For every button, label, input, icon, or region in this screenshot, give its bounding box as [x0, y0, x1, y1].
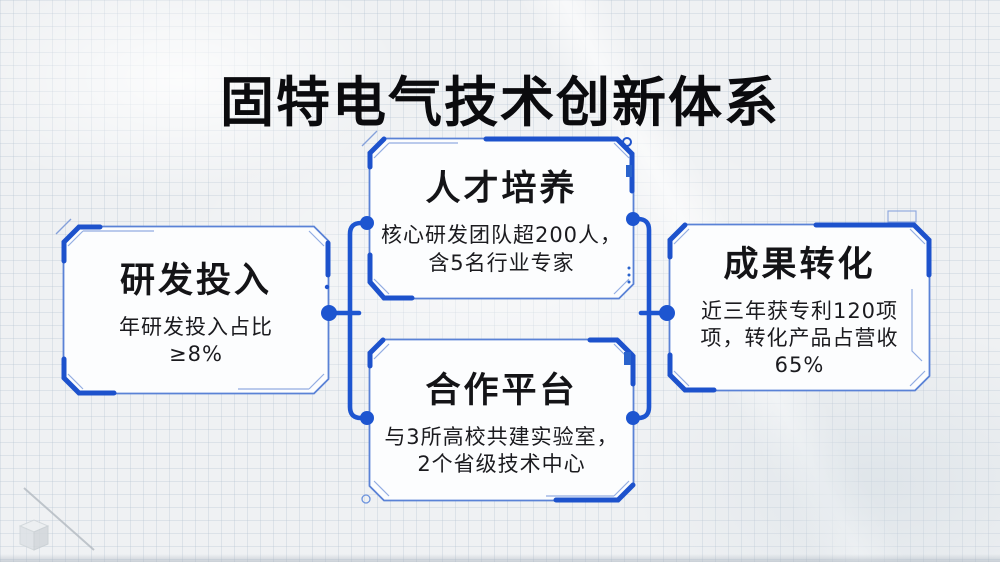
card-results-line2: 项，转化产品占营收	[700, 325, 899, 350]
card-results-content: 成果转化 近三年获专利120项 项，转化产品占营收 65%	[682, 233, 917, 382]
card-research-line1: 年研发投入占比	[119, 314, 273, 339]
card-research-title: 研发投入	[119, 260, 272, 301]
card-platform-line2: 2个省级技术中心	[417, 452, 586, 476]
card-talent-frame	[361, 130, 635, 301]
page-title: 固特电气技术创新体系	[220, 71, 780, 135]
bottom-edge-shadow	[0, 554, 1000, 562]
card-results: 成果转化 近三年获专利120项 项，转化产品占营收 65%	[667, 210, 932, 393]
card-talent-title: 人才培养	[425, 169, 578, 210]
card-platform-line1: 与3所高校共建实验室，	[384, 424, 619, 449]
card-results-line3: 65%	[774, 353, 825, 378]
card-talent-content: 人才培养 核心研发团队超200人， 含5名行业专家	[380, 147, 623, 290]
card-platform-title: 合作平台	[425, 370, 578, 411]
card-talent-line2: 含5名行业专家	[428, 250, 575, 275]
card-research-line2: ≥8%	[169, 342, 223, 366]
card-platform-content: 合作平台 与3所高校共建实验室， 2个省级技术中心	[382, 348, 621, 492]
card-research-content: 研发投入 年研发投入占比 ≥8%	[76, 235, 316, 385]
card-results-line1: 近三年获专利120项	[700, 298, 899, 323]
card-platform: 合作平台 与3所高校共建实验室， 2个省级技术中心	[361, 337, 636, 504]
card-talent-line1: 核心研发团队超200人，	[380, 223, 623, 248]
card-results-title: 成果转化	[723, 244, 876, 285]
card-research-frame	[55, 218, 331, 396]
card-results-frame	[667, 210, 932, 393]
card-talent: 人才培养 核心研发团队超200人， 含5名行业专家	[361, 130, 635, 301]
card-research: 研发投入 年研发投入占比 ≥8%	[55, 218, 331, 396]
